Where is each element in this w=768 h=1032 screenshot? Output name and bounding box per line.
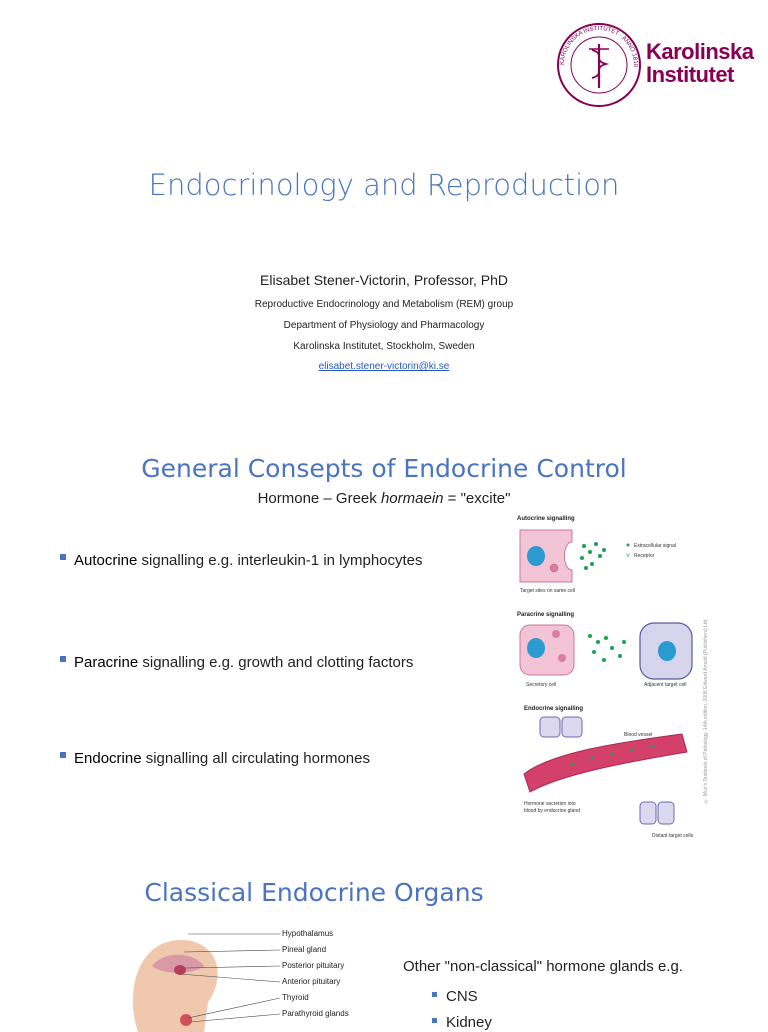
label-parathyroid: Parathyroid glands xyxy=(282,1009,349,1018)
bullet-endocrine: Endocrine signalling all circulating hor… xyxy=(60,750,370,767)
affiliation-department: Department of Physiology and Pharmacolog… xyxy=(283,320,485,331)
logo-line2: Institutet xyxy=(646,62,734,87)
greek-word: hormaein xyxy=(380,490,444,507)
other-item-cns: CNS xyxy=(432,988,478,1005)
autocrine-title: Autocrine signalling xyxy=(517,516,575,522)
slide-title: General Consepts of Endocrine Control xyxy=(141,454,627,483)
legend-receptor: Receptor xyxy=(634,553,655,559)
svg-text:Y: Y xyxy=(626,554,630,560)
adjacent-label: Adjacent target cell xyxy=(644,682,687,688)
secretory-label: Secretory cell xyxy=(526,682,556,688)
endocrine-organs-slide: Classical Endocrine Organs Hypothalamus … xyxy=(0,850,768,1032)
figure-credit: © Muir's Textbook of Pathology, 14th edi… xyxy=(703,620,709,804)
logo-line1: Karolinska xyxy=(646,39,754,64)
slide-title: Classical Endocrine Organs xyxy=(144,878,484,907)
autocrine-caption: Target sites on same cell xyxy=(520,588,575,594)
bullet-square-icon xyxy=(60,656,66,663)
label-anterior-pituitary: Anterior pituitary xyxy=(282,977,340,986)
karolinska-logo: KAROLINSKA INSTITUTET · ANNO 1810 Karoli… xyxy=(556,22,754,108)
label-hypothalamus: Hypothalamus xyxy=(282,929,333,938)
bullet-square-icon xyxy=(432,991,437,997)
label-posterior-pituitary: Posterior pituitary xyxy=(282,961,344,970)
distant-label: Distant target cells xyxy=(652,833,694,839)
bullet-paracrine: Paracrine signalling e.g. growth and clo… xyxy=(60,654,413,671)
title-slide: KAROLINSKA INSTITUTET · ANNO 1810 Karoli… xyxy=(0,0,768,430)
seal-icon: KAROLINSKA INSTITUTET · ANNO 1810 xyxy=(557,23,641,107)
signalling-diagram: Autocrine signalling Extracellular signa… xyxy=(517,516,694,839)
logo-wordmark: Karolinska Institutet xyxy=(646,40,754,86)
secretion-label-1: Hormone secretion into xyxy=(524,801,576,807)
affiliation-group: Reproductive Endocrinology and Metabolis… xyxy=(254,299,514,310)
bullet-square-icon xyxy=(432,1017,437,1023)
endocrine-control-slide: General Consepts of Endocrine Control Ho… xyxy=(0,440,768,840)
bullet-square-icon xyxy=(60,554,66,561)
bullet-square-icon xyxy=(60,752,66,759)
other-glands-text: Other "non-classical" hormone glands e.g… xyxy=(403,958,683,975)
author-name: Elisabet Stener-Victorin, Professor, PhD xyxy=(260,272,508,288)
label-thyroid: Thyroid xyxy=(282,993,309,1002)
paracrine-title: Paracrine signalling xyxy=(517,612,574,618)
anatomy-illustration: Hypothalamus Pineal gland Posterior pitu… xyxy=(132,929,349,1032)
bullet-autocrine: Autocrine signalling e.g. interleukin-1 … xyxy=(60,552,423,569)
endocrine-title: Endocrine signalling xyxy=(524,706,583,712)
slide-subtitle: Hormone – Greek hormaein = "excite" xyxy=(257,490,511,507)
secretion-label-2: blood by endocrine gland xyxy=(524,808,580,814)
legend-signal: Extracellular signal xyxy=(634,543,676,549)
slide-title: Endocrinology and Reproduction xyxy=(148,168,620,202)
affiliation-institute: Karolinska Institutet, Stockholm, Sweden xyxy=(293,341,475,352)
email-link[interactable]: elisabet.stener-victorin@ki.se xyxy=(318,361,450,372)
label-pineal: Pineal gland xyxy=(282,945,326,954)
other-item-kidney: Kidney xyxy=(432,1014,492,1031)
blood-vessel-label: Blood vessel xyxy=(624,732,652,738)
